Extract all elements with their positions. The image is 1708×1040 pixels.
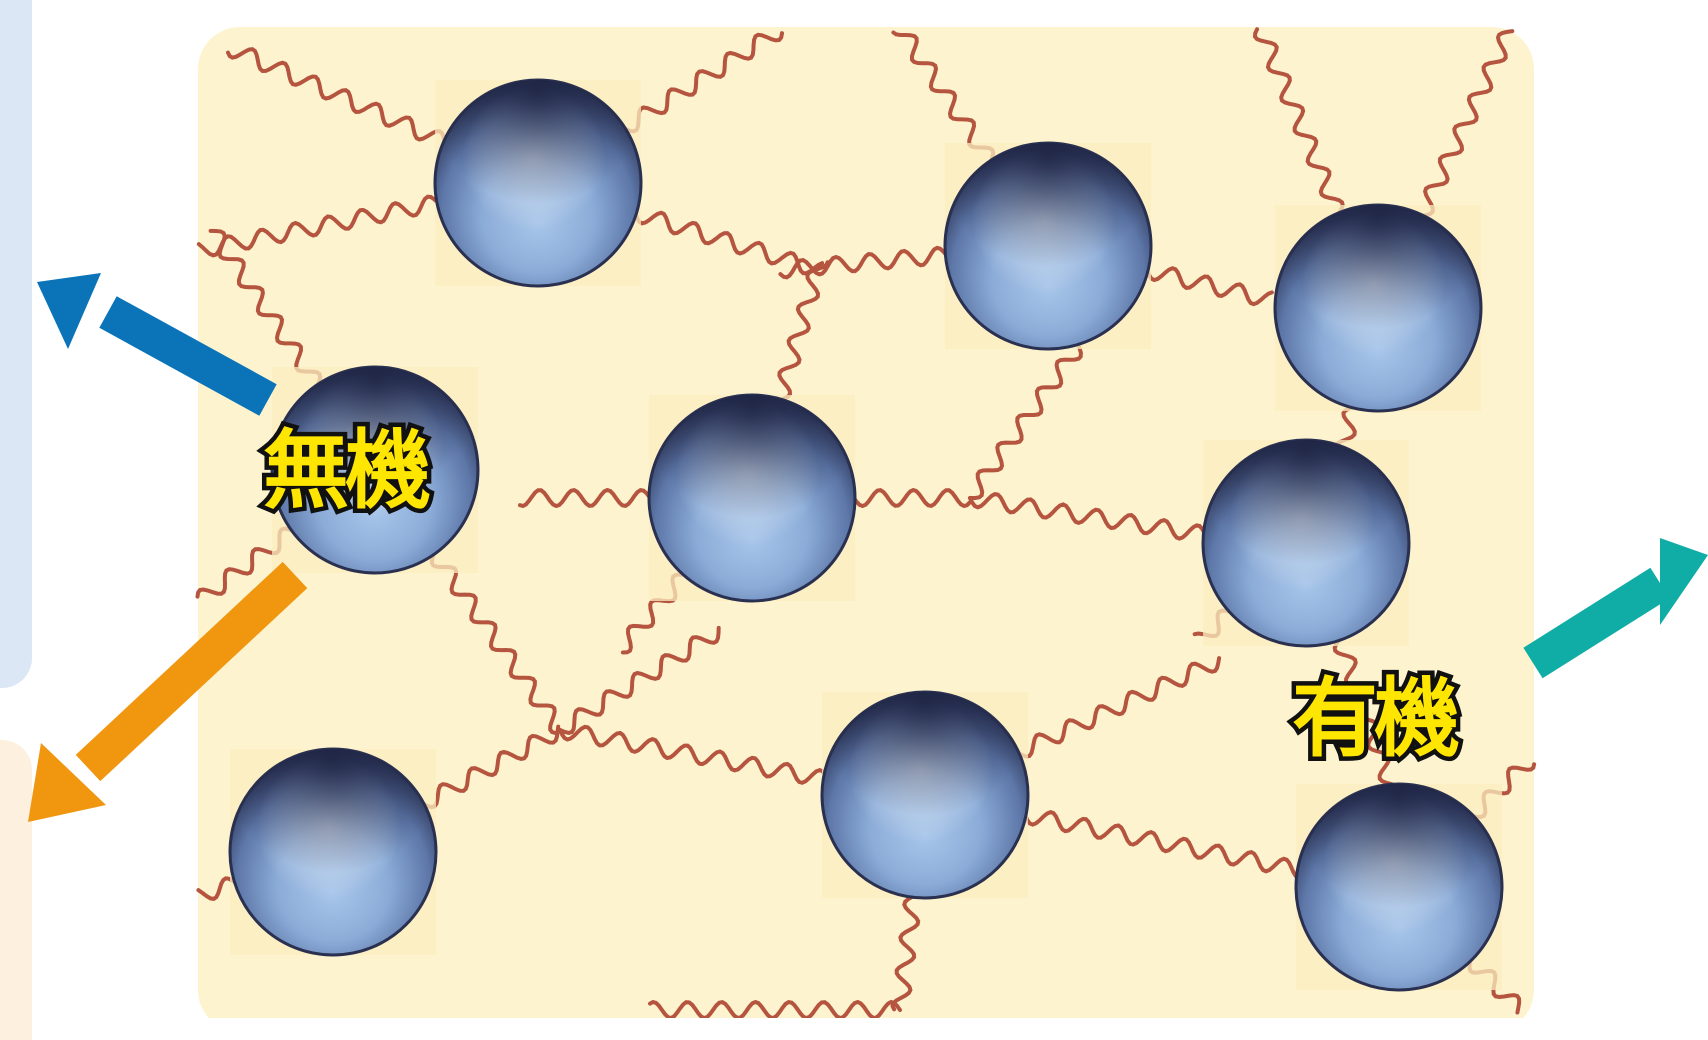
inorganic-particles [228,78,1504,992]
left-beige-panel [0,740,32,1040]
arrow-teal [1523,538,1708,679]
left-blue-panel [0,0,32,688]
polymer-chain [558,625,721,735]
label-organic: 有機 [1288,669,1465,769]
arrow-orange [28,561,308,822]
hybrid-material-diagram [28,27,1708,1018]
nanoparticle-sphere [1294,782,1504,992]
arrow-blue [37,273,277,416]
nanoparticle-sphere [820,690,1030,900]
nanoparticle-sphere [228,747,438,957]
nanoparticle-sphere [647,393,857,603]
nanoparticle-sphere [1201,438,1411,648]
nanoparticle-sphere [1273,203,1483,413]
arrows [28,273,1708,822]
polymer-chain [648,999,902,1018]
label-inorganic: 無機 [259,421,436,521]
polymer-chain [968,492,1242,546]
nanoparticle-sphere [943,141,1153,351]
polymer-chain [968,330,1095,500]
polymer-chain [558,724,832,786]
nanoparticle-sphere [270,365,480,575]
nanoparticle-sphere [433,78,643,288]
